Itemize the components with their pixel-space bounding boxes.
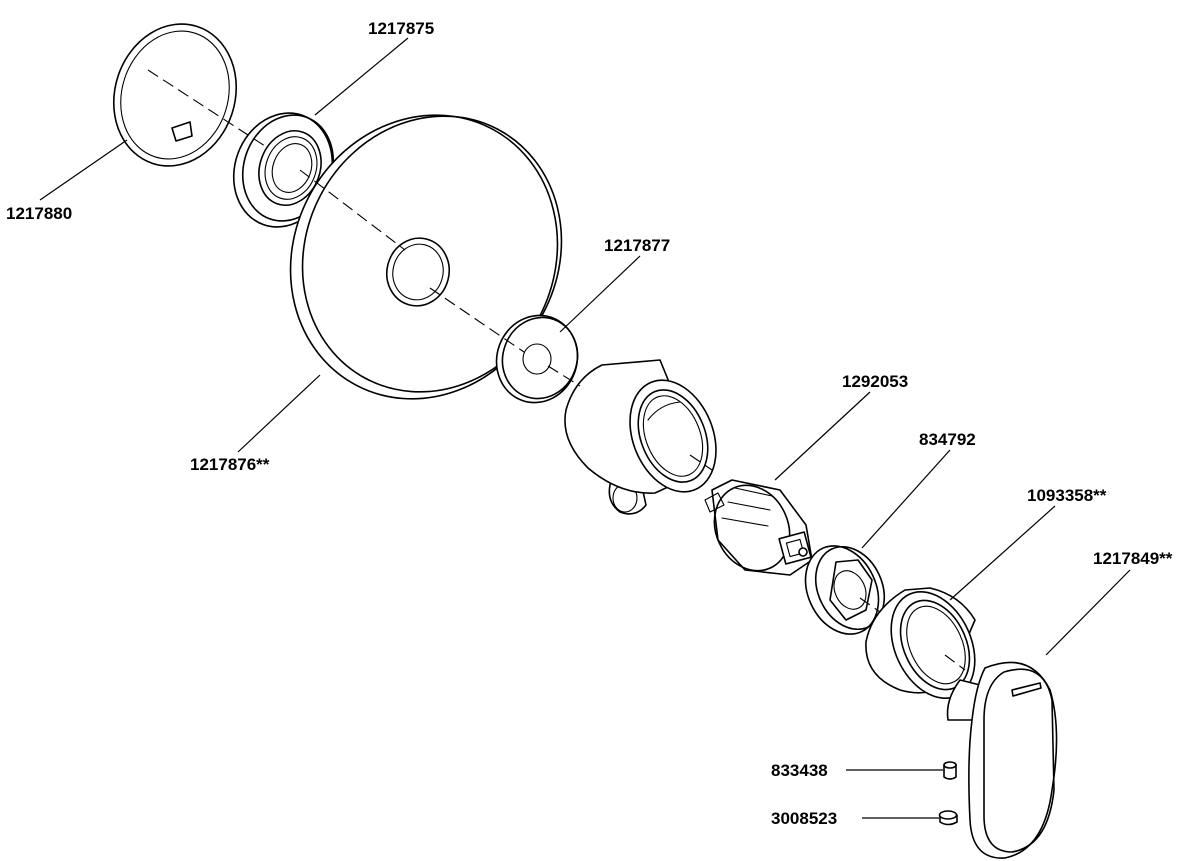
label-1093358: 1093358** (1027, 486, 1107, 505)
label-833438: 833438 (771, 761, 828, 780)
leader-1292053 (774, 391, 871, 481)
part-nut[interactable] (792, 534, 897, 646)
label-834792: 834792 (919, 430, 976, 449)
leader-1217877 (559, 255, 641, 333)
label-1217849: 1217849** (1093, 549, 1173, 568)
part-lever-handle[interactable] (946, 661, 1058, 859)
part-screw[interactable] (943, 761, 957, 780)
label-1217876: 1217876** (190, 455, 270, 474)
part-labels: 1217880 1217875 1217876** 1217877 129205… (6, 19, 1173, 828)
label-1217880: 1217880 (6, 204, 72, 223)
part-sleeve[interactable] (865, 578, 991, 712)
label-3008523: 3008523 (771, 809, 837, 828)
part-valve-body (564, 359, 717, 515)
part-retaining-ring[interactable] (96, 8, 255, 182)
label-1217877: 1217877 (604, 236, 670, 255)
leader-1217875 (314, 37, 409, 116)
assembly-axis (147, 69, 966, 671)
leader-834792 (861, 449, 951, 549)
part-escutcheon-plate[interactable] (241, 68, 609, 446)
part-cartridge[interactable] (701, 473, 813, 583)
leader-1093358 (949, 505, 1056, 601)
part-cap-plug[interactable] (938, 810, 958, 826)
label-1217875: 1217875 (368, 19, 434, 38)
leader-lines (39, 37, 1131, 819)
part-gasket[interactable] (484, 304, 589, 414)
leader-1217876 (237, 374, 321, 453)
leader-1217880 (39, 139, 128, 201)
leader-1217849 (1045, 569, 1131, 656)
label-1292053: 1292053 (842, 372, 908, 391)
